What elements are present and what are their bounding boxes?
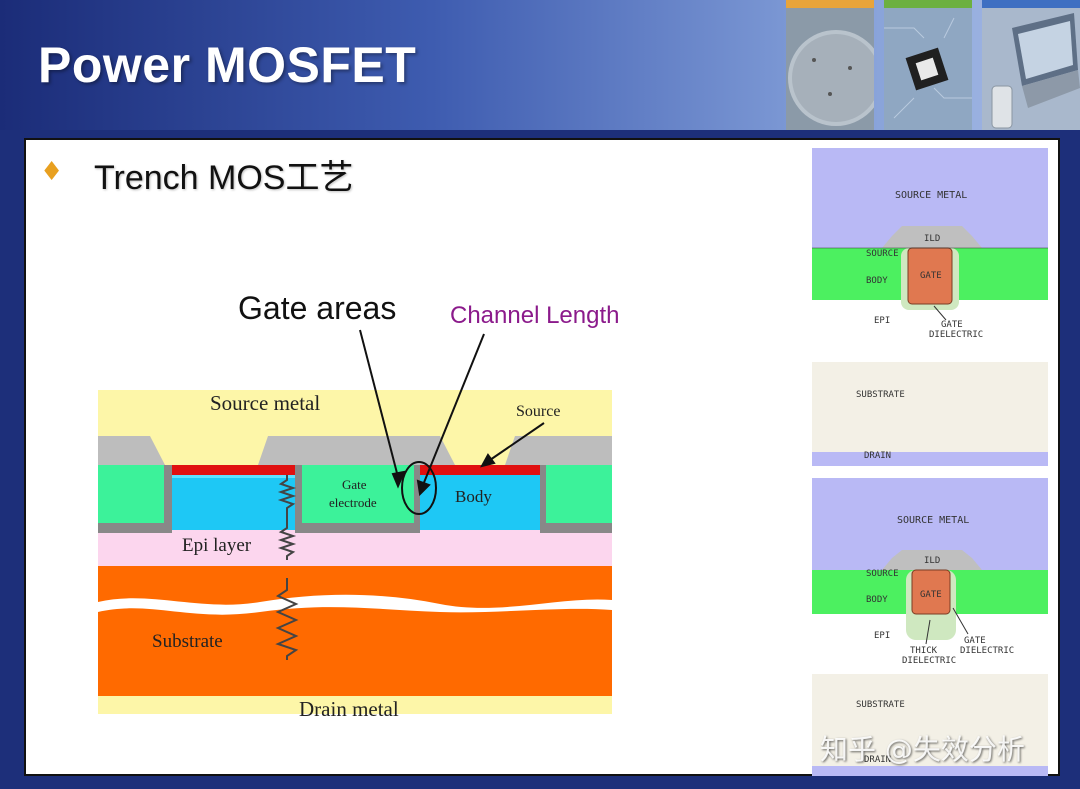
bottom-thick-dielectric-label-2: DIELECTRIC (902, 656, 957, 666)
top-epi-label: EPI (874, 316, 891, 326)
laptop-phone-photo (982, 8, 1080, 130)
bottom-gate-label: GATE (920, 590, 942, 600)
epi-layer-label: Epi layer (182, 535, 252, 556)
wafer-photo (786, 8, 874, 130)
body-label: Body (455, 487, 492, 506)
bottom-thick-dielectric-label-1: THICK (910, 646, 938, 656)
top-drain-label: DRAIN (864, 451, 892, 461)
bottom-gate-dielectric-label-1: GATE (964, 636, 986, 646)
bottom-source-label: SOURCE (866, 569, 899, 579)
bottom-body-label: BODY (866, 595, 888, 605)
source-contact-right (420, 465, 540, 475)
top-gate-label: GATE (920, 271, 942, 281)
bottom-drain-label: DRAIN (864, 755, 892, 765)
source-metal-label: Source metal (210, 391, 321, 415)
drain-metal-region (98, 696, 612, 714)
resistor-symbols (275, 475, 299, 660)
channel-highlight-circle (401, 461, 437, 515)
accent-bar-blue (982, 0, 1080, 8)
annotation-arrows (359, 329, 545, 497)
top-substrate-label: SUBSTRATE (856, 390, 905, 400)
bottom-gate-dielectric-label-2: DIELECTRIC (960, 646, 1015, 656)
trench-diagram-top (812, 148, 1048, 466)
top-gate-dielectric-label-1: GATE (941, 320, 963, 330)
watermark-text: 知乎 @失效分析 (820, 733, 1025, 766)
source-contact-left (172, 465, 295, 475)
chip-photo (884, 8, 972, 130)
substrate-region (98, 566, 612, 696)
oxide-cap-left (98, 436, 165, 465)
oxide-cap-right (505, 436, 612, 465)
trench-left (98, 465, 172, 533)
slide-header: Power MOSFET (0, 0, 1080, 130)
top-ild-label: ILD (924, 234, 941, 244)
trench-diagram-bottom (812, 478, 1048, 776)
bottom-epi-label: EPI (874, 631, 891, 641)
source-label: Source (516, 403, 561, 420)
top-source-metal-label: SOURCE METAL (895, 190, 968, 201)
gate-areas-label: Gate areas (238, 290, 397, 326)
substrate-label: Substrate (152, 631, 223, 652)
channel-length-label: Channel Length (450, 302, 620, 329)
top-gate-dielectric-label-2: DIELECTRIC (929, 330, 984, 340)
top-source-label: SOURCE (866, 249, 899, 259)
gate-electrode-label-2: electrode (329, 495, 377, 510)
top-body-label: BODY (866, 276, 888, 286)
bullet-diamond-icon: ♦ (40, 157, 64, 187)
gate-electrode-label-1: Gate (342, 477, 367, 492)
slide-title: Power MOSFET (38, 37, 417, 93)
drain-metal-label: Drain metal (299, 697, 399, 721)
trench-right (540, 465, 612, 533)
bottom-source-metal-label: SOURCE METAL (897, 515, 970, 526)
substrate-break (98, 594, 612, 615)
bottom-substrate-label: SUBSTRATE (856, 700, 905, 710)
epi-layer-region (98, 530, 612, 566)
accent-bar-green (884, 0, 972, 8)
accent-bar-orange (786, 0, 874, 8)
oxide-cap-center (258, 436, 455, 465)
bullet-heading: Trench MOS工艺 (94, 159, 354, 197)
bottom-ild-label: ILD (924, 556, 941, 566)
